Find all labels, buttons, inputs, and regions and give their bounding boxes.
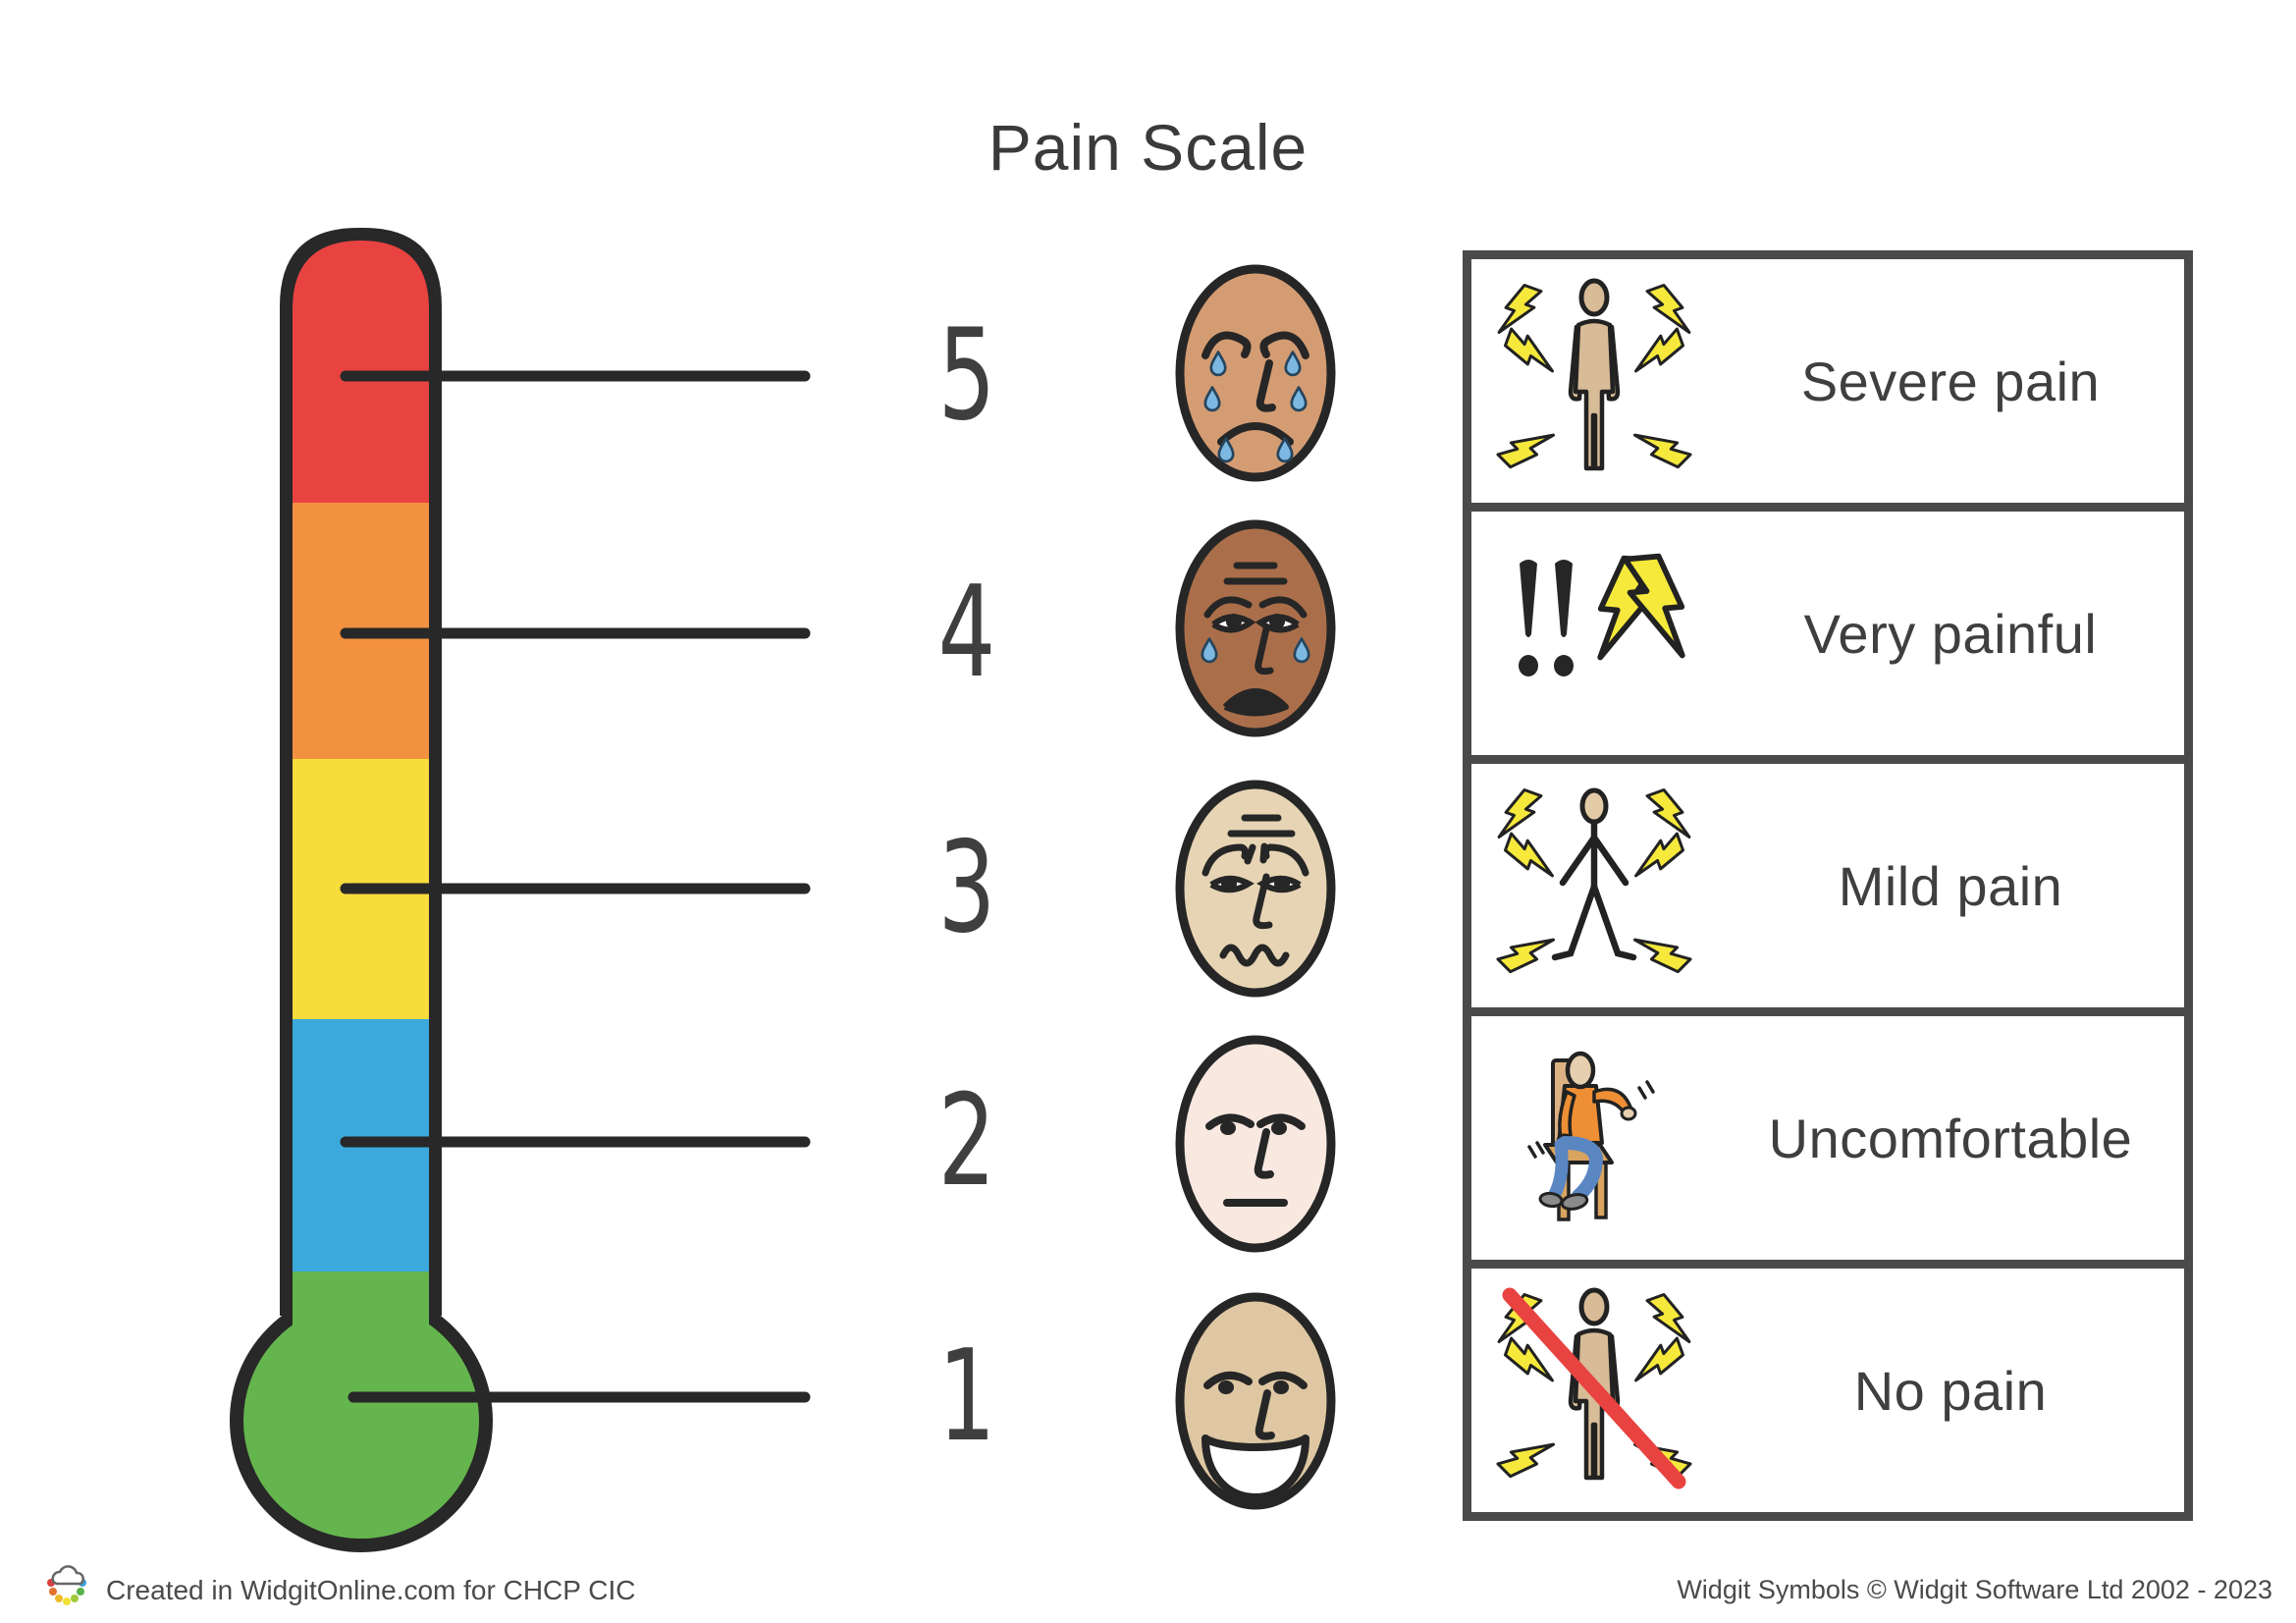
level-number-1: 1 bbox=[937, 1324, 996, 1470]
nose bbox=[1254, 1128, 1274, 1179]
motion-marks bbox=[1527, 1079, 1655, 1159]
widgit-logo-icon bbox=[47, 1565, 86, 1605]
left-brow bbox=[1203, 596, 1253, 619]
tick-lines bbox=[340, 370, 811, 1403]
right-eye bbox=[1259, 331, 1309, 359]
squiggle-mouth bbox=[1219, 944, 1290, 967]
nose bbox=[1255, 621, 1274, 676]
right-brow bbox=[1262, 843, 1309, 877]
table-row-no-pain: No pain bbox=[1471, 1260, 2184, 1512]
footer-copyright: Widgit Symbols © Widgit Software Ltd 200… bbox=[1677, 1575, 2272, 1604]
pain-label: No pain bbox=[1853, 1359, 2048, 1422]
left-pupil bbox=[1221, 876, 1237, 892]
table-row-very-painful: Very painful bbox=[1471, 503, 2184, 755]
exclamation-mark bbox=[1520, 559, 1537, 637]
right-pupil bbox=[1273, 1380, 1289, 1394]
right-pupil bbox=[1269, 614, 1285, 629]
worried-face-icon bbox=[1175, 780, 1336, 998]
nose bbox=[1255, 359, 1276, 412]
left-brow bbox=[1203, 1372, 1253, 1389]
table-row-severe-pain: Severe pain bbox=[1471, 259, 2184, 503]
pain-label: Mild pain bbox=[1838, 854, 2063, 917]
left-brow bbox=[1201, 843, 1249, 877]
brow-wrinkle bbox=[1244, 843, 1256, 865]
icon-cell bbox=[1471, 528, 1717, 739]
pain-label: Very painful bbox=[1803, 602, 2098, 665]
left-pupil bbox=[1218, 1380, 1234, 1394]
icon-cell bbox=[1471, 781, 1717, 992]
level-number-4: 4 bbox=[937, 560, 996, 706]
icon-cell bbox=[1471, 1285, 1717, 1496]
smiling-face-icon bbox=[1175, 1292, 1336, 1510]
crying-face-icon bbox=[1175, 264, 1336, 482]
left-eye bbox=[1201, 331, 1252, 359]
open-frown-mouth bbox=[1222, 688, 1289, 717]
person-fidgeting-chair-icon bbox=[1527, 1051, 1655, 1221]
stick-figure-lightning-icon bbox=[1496, 781, 1692, 992]
page-title: Pain Scale bbox=[988, 111, 1308, 184]
tearful-face-icon bbox=[1175, 519, 1336, 737]
segment-1 bbox=[293, 1271, 429, 1327]
left-brow bbox=[1205, 1113, 1255, 1130]
table-row-uncomfortable: Uncomfortable bbox=[1471, 1007, 2184, 1260]
left-pupil bbox=[1226, 614, 1242, 629]
smile-mouth bbox=[1201, 1434, 1309, 1501]
neutral-face-icon bbox=[1175, 1035, 1336, 1253]
right-pupil bbox=[1274, 876, 1290, 892]
thermometer-bulb bbox=[230, 1289, 493, 1552]
stick-figure bbox=[1551, 818, 1637, 960]
pain-label: Severe pain bbox=[1800, 350, 2101, 412]
right-brow bbox=[1256, 1113, 1306, 1130]
level-number-2: 2 bbox=[937, 1068, 996, 1215]
footer-attribution: Created in WidgitOnline.com for CHCP CIC bbox=[106, 1575, 636, 1605]
right-pupil bbox=[1271, 1121, 1287, 1135]
icon-cell bbox=[1471, 276, 1717, 487]
person-lightning-icon bbox=[1496, 276, 1692, 487]
face-skin bbox=[1175, 1035, 1336, 1253]
sitting-person bbox=[1538, 1051, 1637, 1211]
icon-cell bbox=[1471, 1033, 1717, 1244]
nose bbox=[1253, 873, 1273, 930]
red-slash bbox=[1502, 1287, 1686, 1488]
exclamation-mark bbox=[1555, 559, 1573, 637]
thermometer bbox=[230, 228, 811, 1552]
nose bbox=[1255, 1389, 1275, 1440]
level-number-5: 5 bbox=[937, 302, 996, 449]
pain-description-table: Severe pain Very painful bbox=[1463, 250, 2193, 1521]
person-lightning-crossed-icon bbox=[1496, 1287, 1692, 1488]
right-brow bbox=[1258, 1372, 1308, 1389]
pain-label: Uncomfortable bbox=[1768, 1107, 2133, 1169]
table-row-mild-pain: Mild pain bbox=[1471, 755, 2184, 1007]
face-skin bbox=[1175, 519, 1336, 737]
left-pupil bbox=[1220, 1121, 1236, 1135]
exclamation-lightning-icon bbox=[1519, 528, 1692, 676]
face-skin bbox=[1175, 264, 1336, 482]
level-number-3: 3 bbox=[937, 815, 996, 961]
right-brow bbox=[1258, 596, 1308, 619]
frown-mouth bbox=[1217, 422, 1294, 446]
